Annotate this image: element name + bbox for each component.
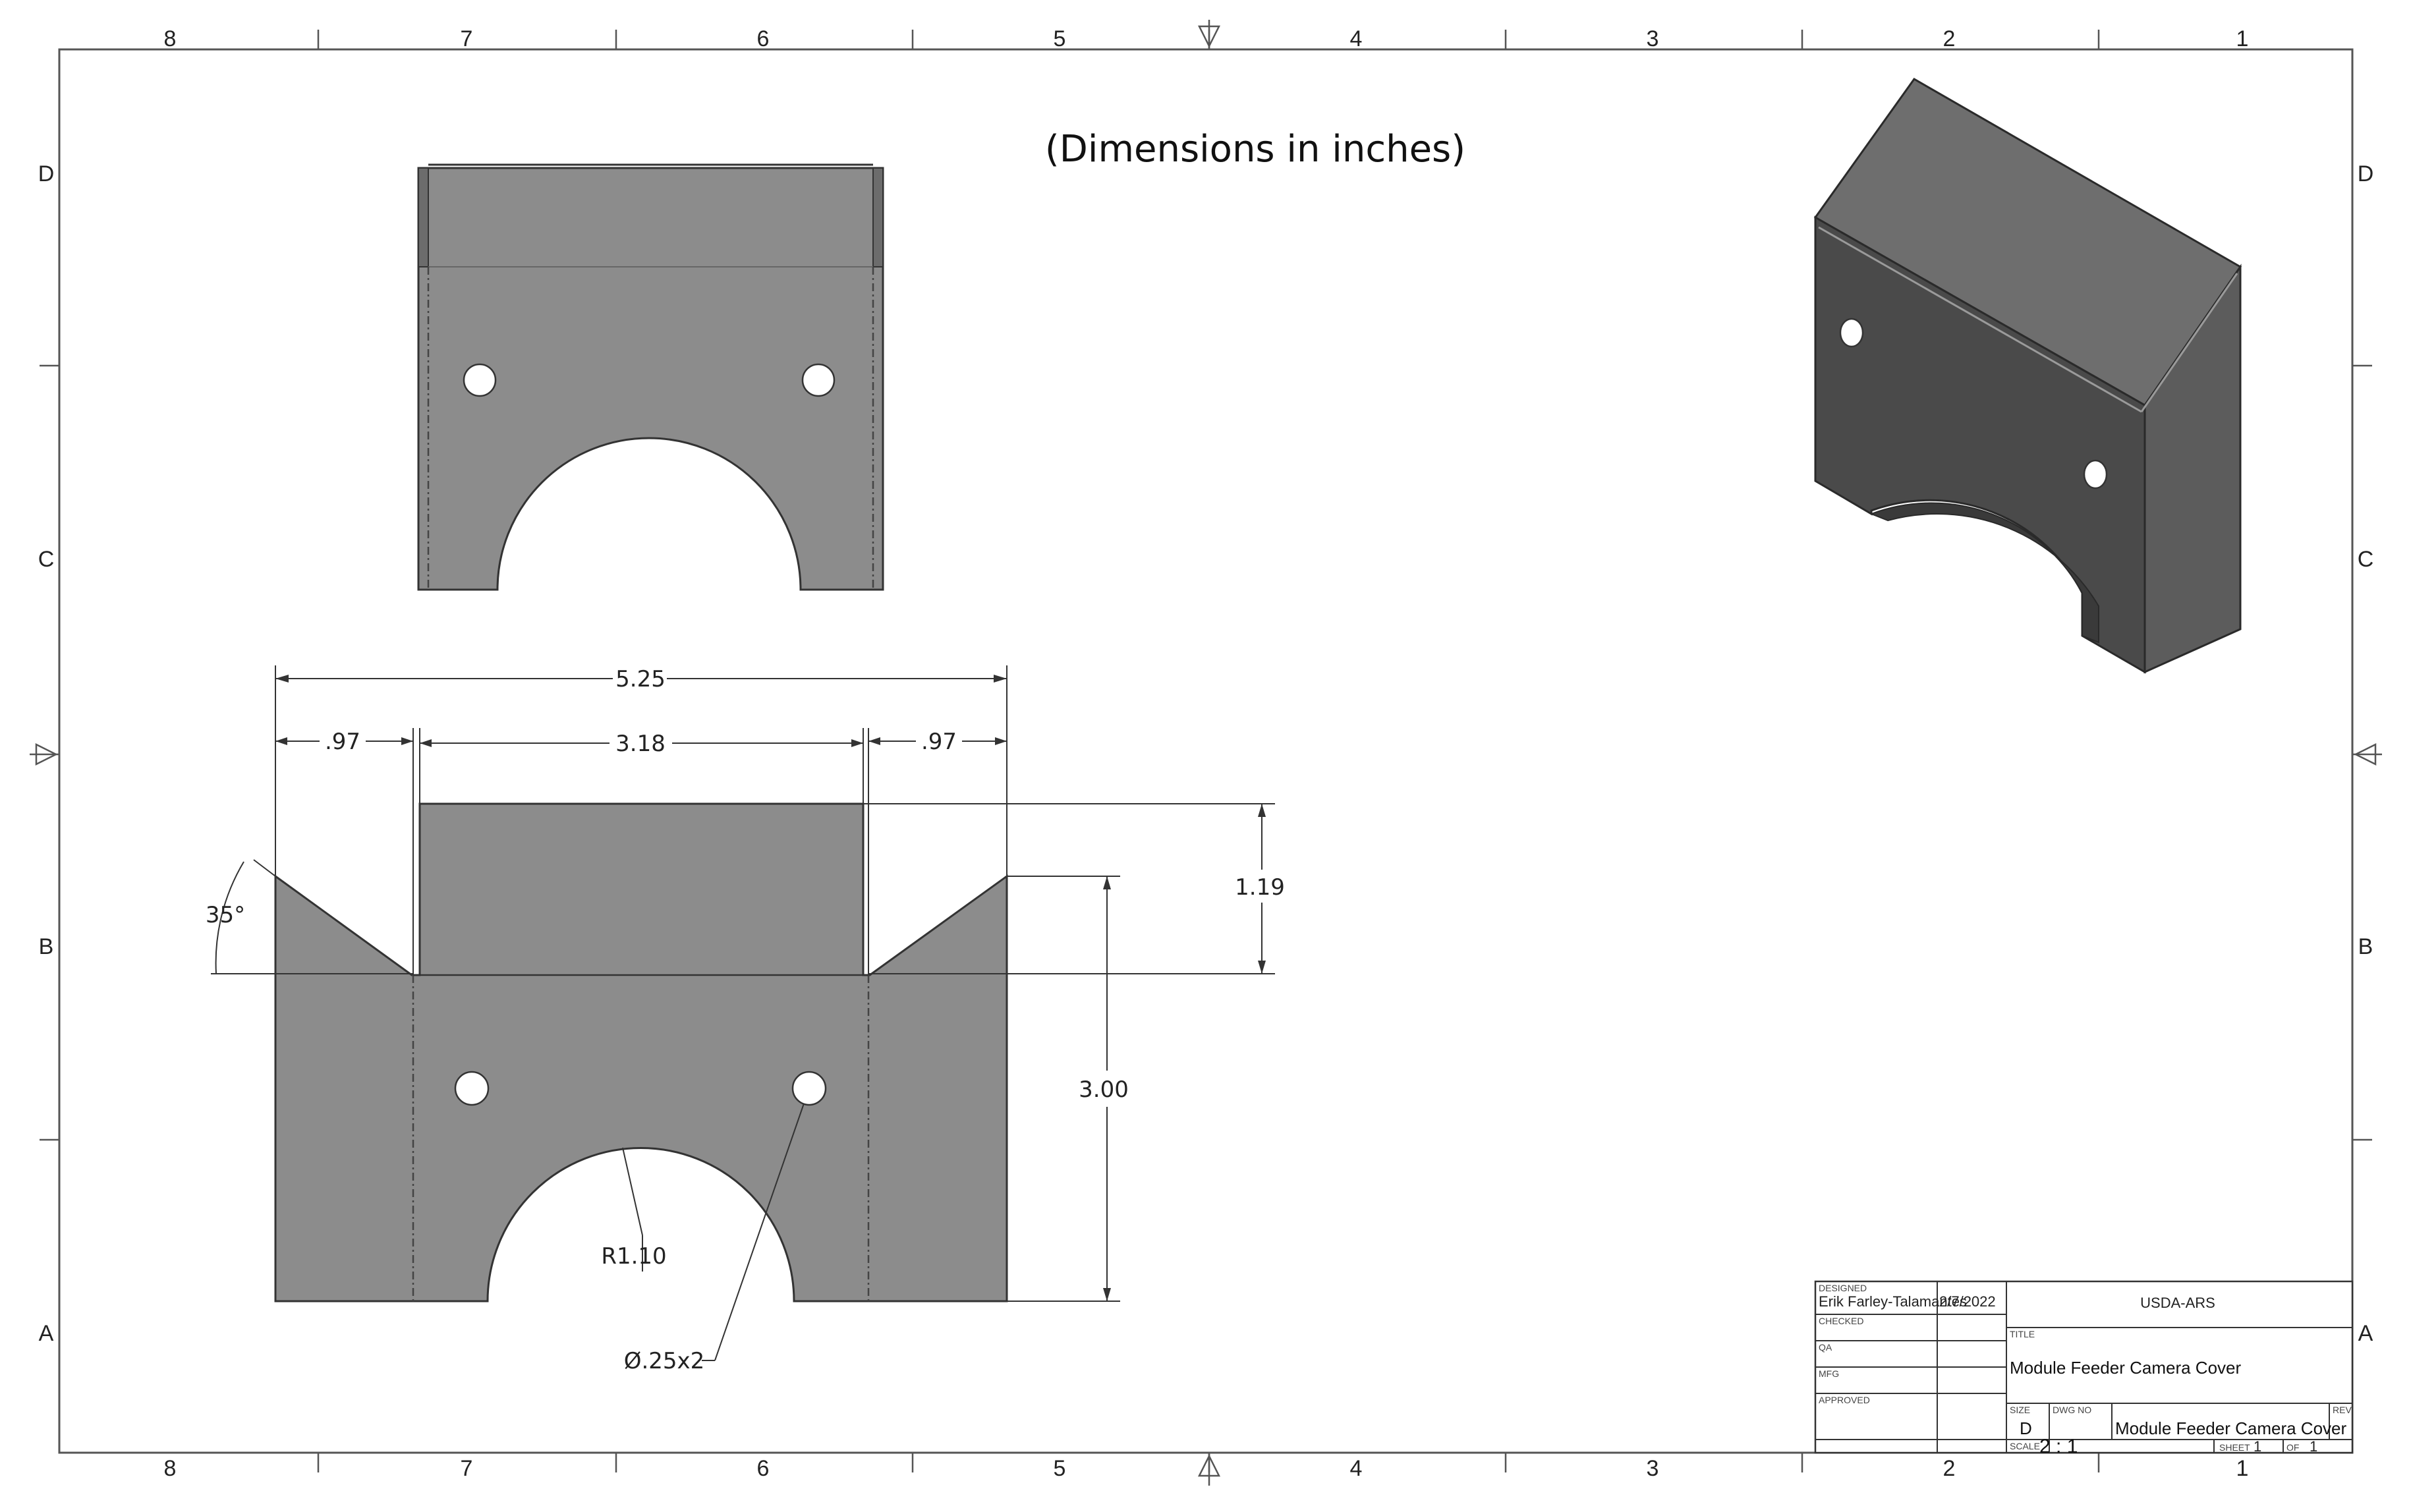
dim-right-flange-label: .97 [921, 729, 957, 755]
tb-scale: 2 : 1 [2039, 1436, 2078, 1457]
dim-tab-height-label: 1.19 [1235, 874, 1285, 901]
tb-title-label: TITLE [2010, 1329, 2035, 1339]
tb-dwg-no: Module Feeder Camera Cover [2115, 1418, 2346, 1438]
top-view [417, 163, 884, 591]
hole-right-flat [791, 1071, 827, 1106]
zone-col-4: 4 [1350, 26, 1363, 51]
zone-col-3-bottom: 3 [1647, 1456, 1659, 1481]
dim-radius: R1.10 [601, 1147, 667, 1272]
dim-tab-height: 1.19 [863, 803, 1285, 974]
zone-labels-rows: D C B A D C B A [38, 161, 2374, 1346]
flat-pattern [274, 802, 1008, 1302]
zone-col-7-bottom: 7 [461, 1456, 473, 1481]
title-block: DESIGNED Erik Farley-Talamantes 2/7/2022… [1814, 1280, 2354, 1457]
zone-row-d-left: D [38, 161, 55, 186]
dim-hole: Ø.25x2 [624, 1103, 805, 1374]
dim-overall-width: 5.25 [275, 665, 1007, 876]
tb-rev-label: REV [2333, 1405, 2352, 1415]
dim-left-flange-label: .97 [325, 729, 360, 755]
zone-ticks [30, 20, 2382, 1486]
tb-designed-label: DESIGNED [1819, 1283, 1867, 1293]
tb-sheet-label: SHEET [2219, 1442, 2250, 1453]
dim-body-height: 3.00 [1007, 876, 1129, 1302]
hole-left-flat [454, 1071, 490, 1106]
dim-flange-widths: .97 3.18 .97 [275, 728, 1007, 975]
tb-dwg-label: DWG NO [2053, 1405, 2091, 1415]
zone-labels-bottom: 8 7 6 5 4 3 2 1 [164, 1456, 2249, 1481]
zone-col-5-bottom: 5 [1054, 1456, 1066, 1481]
dim-overall-width-label: 5.25 [615, 666, 666, 692]
zone-col-6-bottom: 6 [757, 1456, 770, 1481]
zone-row-b-left: B [39, 934, 54, 959]
tb-size: D [2020, 1418, 2032, 1438]
dim-radius-label: R1.10 [601, 1243, 666, 1270]
zone-col-3: 3 [1647, 26, 1659, 51]
dim-angle-label: 35° [206, 902, 245, 928]
zone-col-2-bottom: 2 [1943, 1456, 1956, 1481]
zone-col-2: 2 [1943, 26, 1956, 51]
dim-body-height-label: 3.00 [1079, 1077, 1129, 1103]
zone-col-7: 7 [461, 26, 473, 51]
zone-col-8-bottom: 8 [164, 1456, 177, 1481]
zone-col-6: 6 [757, 26, 770, 51]
zone-row-a-left: A [39, 1321, 54, 1346]
tb-sheet: 1 [2254, 1438, 2261, 1455]
tb-mfg-label: MFG [1819, 1368, 1839, 1379]
hole-left-iso [1839, 318, 1864, 348]
zone-labels-top: 8 7 6 5 4 3 2 1 [164, 26, 2249, 51]
zone-col-5: 5 [1054, 26, 1066, 51]
tb-of-label: OF [2286, 1442, 2299, 1453]
tb-qa-label: QA [1819, 1342, 1832, 1353]
zone-col-1: 1 [2236, 26, 2249, 51]
zone-col-1-bottom: 1 [2236, 1456, 2249, 1481]
hole-right-iso [2083, 459, 2108, 490]
tb-size-label: SIZE [2010, 1405, 2030, 1415]
zone-col-8: 8 [164, 26, 177, 51]
hole-left-top-view [463, 363, 497, 397]
dim-angle: 35° [206, 859, 413, 974]
hole-right-top-view [801, 363, 836, 397]
dimensions-note: (Dimensions in inches) [1045, 128, 1465, 171]
tb-project: USDA-ARS [2140, 1295, 2215, 1311]
zone-row-a-right: A [2358, 1321, 2373, 1346]
tb-of: 1 [2310, 1438, 2317, 1455]
tb-designed-by: Erik Farley-Talamantes [1819, 1293, 1967, 1310]
zone-row-c-left: C [38, 547, 55, 572]
zone-row-b-right: B [2358, 934, 2373, 959]
tb-designed-date: 2/7/2022 [1939, 1293, 1996, 1310]
zone-row-c-right: C [2358, 547, 2374, 572]
tb-checked-label: CHECKED [1819, 1316, 1863, 1326]
zone-row-d-right: D [2358, 161, 2374, 186]
isometric-view [1813, 78, 2242, 674]
tb-scale-label: SCALE [2010, 1441, 2040, 1451]
zone-col-4-bottom: 4 [1350, 1456, 1363, 1481]
tb-approved-label: APPROVED [1819, 1395, 1870, 1405]
tb-title: Module Feeder Camera Cover [2010, 1358, 2241, 1378]
drawing-border [58, 48, 2354, 1454]
dim-center-width-label: 3.18 [615, 731, 666, 757]
dim-hole-label: Ø.25x2 [624, 1348, 705, 1374]
